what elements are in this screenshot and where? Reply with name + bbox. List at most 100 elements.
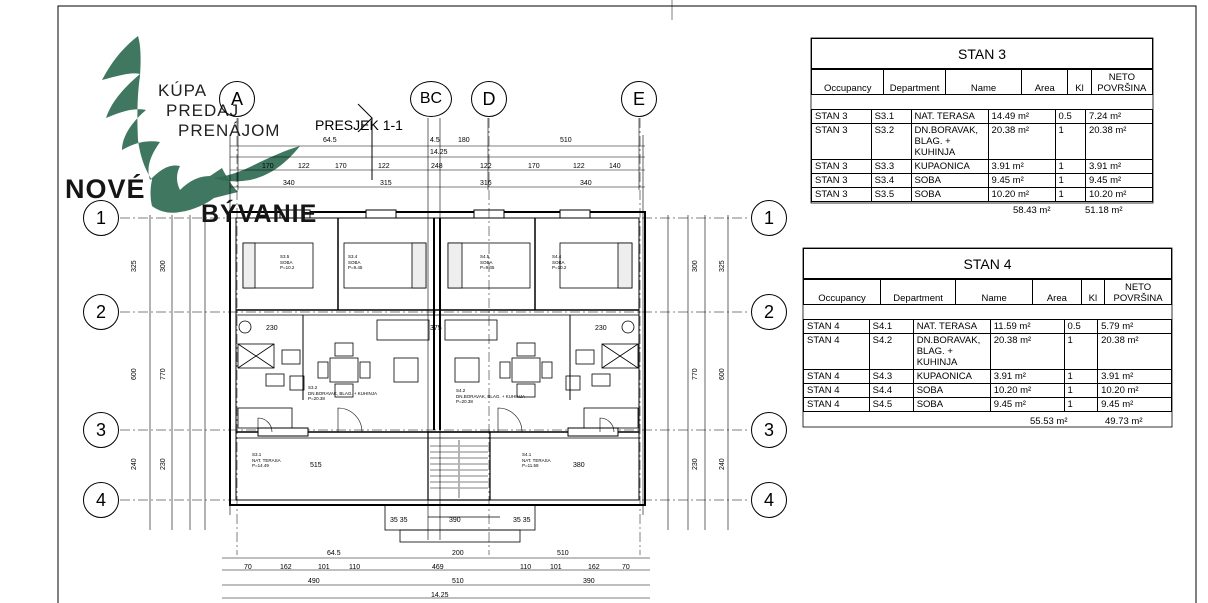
beds [242,242,633,289]
stan3-cell: 0.5 [1054,109,1086,124]
stan3-cell: 7.24 m² [1084,109,1154,124]
stan4-cell: 1 [1063,333,1099,370]
stan4-cell: SOBA [912,383,991,398]
stan3-cell: 3.91 m² [987,159,1056,174]
room-label: NAT. TERASA [522,457,551,463]
room-label: NAT. TERASA [252,457,281,463]
dimension-label: 490 [308,578,320,585]
dimension-label: 248 [431,163,443,170]
dimension-label: 230 [266,325,278,332]
room-area: P=11.59 [522,463,539,468]
dimension-label: 70 [244,564,252,571]
axis-label-d: D [471,81,507,117]
stan4-cell: 1 [1063,397,1099,412]
dimension-label: 300 [692,260,699,272]
stan4-cell: 3.91 m² [989,369,1065,384]
stan3-cell: STAN 3 [811,187,872,202]
room-code: S3.5 [280,254,290,259]
dimension-label: 170 [262,163,274,170]
dimension-label: 240 [131,458,138,470]
dimension-label: 300 [160,260,167,272]
stan4-cell: 1 [1063,383,1099,398]
dimension-label: 510 [452,578,464,585]
dimension-label: 35 35 [390,517,408,524]
stan4-title: STAN 4 [803,248,1172,279]
room-label: DN.BORAVAK, BLAG. + KUHINJA [456,393,525,399]
section-label: PRESJEK 1-1 [315,117,403,133]
stan3-header: Occupancy Department Name Area Kl NETO P… [810,69,1154,95]
dimension-label: 770 [692,368,699,380]
axis-label-bc: BC [410,81,452,117]
dimension-label: 316 [480,180,492,187]
dimension-label: 770 [160,368,167,380]
dimension-label: 110 [520,564,532,571]
stan4-cell: KUPAONICA [912,369,991,384]
dimension-label: 64.5 [323,137,337,144]
stan3-total-area: 58.43 m² [1013,205,1051,216]
stan4-cell: NAT. TERASA [912,319,991,334]
room-area: P=14.49 [252,463,269,468]
dimension-label: 469 [432,564,444,571]
stan4-cell: S4.4 [868,383,914,398]
room-code: S4.1 [522,452,532,457]
stan4-col-kl: Kl [1080,279,1106,305]
staircase [430,445,488,489]
room-area: P=9.45 [480,265,495,270]
stan3-cell: SOBA [910,187,989,202]
room-area: P=20.38 [456,399,473,404]
stan4-cell: 11.59 m² [989,319,1065,334]
stan3-col-occupancy: Occupancy [810,69,885,95]
stan3-title: STAN 3 [811,38,1153,69]
dimension-label: 375 [430,325,442,332]
stan4-cell: 0.5 [1063,319,1099,334]
dimension-label: 390 [583,578,595,585]
dimension-label: 35 35 [513,517,531,524]
dimension-label: 170 [528,163,540,170]
brand-line-kupa: KÚPA [158,81,208,100]
stan3-cell: KUPAONICA [910,159,989,174]
stan3-cell: STAN 3 [811,109,872,124]
dimension-label: 14.25 [431,592,449,599]
dimension-label: 380 [573,462,585,469]
stan3-cell: 1 [1054,159,1086,174]
stan3-cell: 1 [1054,173,1086,188]
axis-label-1-right: 1 [751,200,787,236]
dimension-label: 600 [719,368,726,380]
entrance-steps [384,504,536,543]
room-label: SOBA [480,259,493,265]
section-line [357,103,373,180]
room-code: S3.1 [252,452,262,457]
axis-label-2-right: 2 [751,294,787,330]
stan3-cell: 20.38 m² [1084,123,1154,160]
stan4-header: Occupancy Department Name Area Kl NETO P… [802,279,1172,305]
room-code: S4.5 [480,254,490,259]
stan4-col-department: Department [880,279,957,305]
stan3-cell: STAN 3 [811,173,872,188]
stan3-cell: 9.45 m² [1084,173,1154,188]
stan4-col-name: Name [955,279,1034,305]
bathroom-fixtures [237,320,639,429]
dimension-label: 170 [335,163,347,170]
stan4-cell: STAN 4 [803,383,870,398]
stan3-cell: STAN 3 [811,123,872,160]
room-area: P=10.2 [280,265,295,270]
stan3-cell: 20.38 m² [987,123,1056,160]
stan3-cell: S3.3 [870,159,912,174]
dimension-label: 340 [283,180,295,187]
room-label: SOBA [552,259,565,265]
stan3-cell: 3.91 m² [1084,159,1154,174]
room-code: S4.4 [552,254,562,259]
dimension-label: 14.25 [430,149,448,156]
stan4-col-area: Area [1032,279,1082,305]
